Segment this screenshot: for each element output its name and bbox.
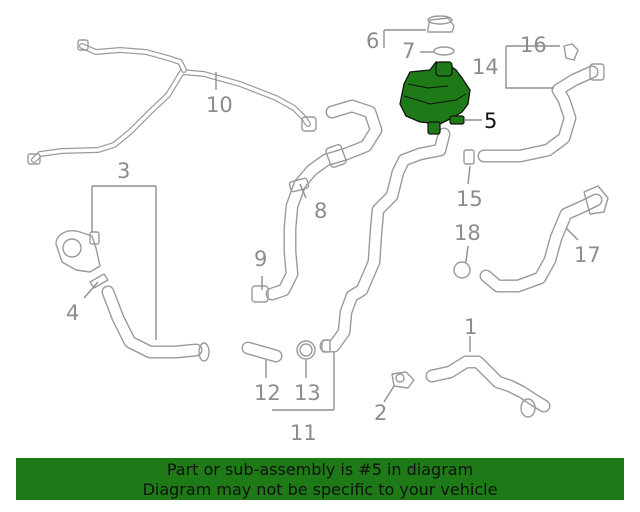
part-18-clamp[interactable] [453, 261, 471, 279]
info-banner: Part or sub-assembly is #5 in diagram Di… [16, 458, 624, 500]
callout-17: 17 [574, 243, 601, 267]
callout-12: 12 [254, 381, 281, 405]
callout-9: 9 [254, 247, 267, 271]
callout-18: 18 [454, 221, 481, 245]
callout-8: 8 [314, 199, 327, 223]
callout-2: 2 [374, 401, 387, 425]
part-13-clamp[interactable] [296, 340, 316, 360]
part-7-o-ring[interactable] [433, 46, 455, 56]
part-14-hose[interactable] [477, 63, 605, 163]
part-2-clamp[interactable] [391, 371, 415, 389]
part-17-hose[interactable] [479, 185, 609, 293]
part-11-hose[interactable] [319, 127, 451, 353]
part-5-expansion-tank[interactable] [399, 61, 471, 135]
part-4-gasket[interactable] [89, 273, 109, 289]
leader-lines [83, 29, 579, 411]
callout-14: 14 [472, 55, 499, 79]
callout-6: 6 [366, 29, 379, 53]
part-1-hose[interactable] [425, 355, 551, 418]
part-10-pipe[interactable] [27, 39, 317, 165]
callout-5: 5 [484, 109, 497, 133]
callout-4: 4 [66, 301, 79, 325]
part-9-hose[interactable] [251, 99, 383, 303]
callout-10: 10 [206, 93, 233, 117]
part-3-hose[interactable] [55, 230, 210, 362]
banner-line-1: Part or sub-assembly is #5 in diagram [166, 460, 474, 479]
callout-15: 15 [456, 187, 483, 211]
part-16-connector[interactable] [563, 43, 579, 61]
callout-numbers: 1 2 3 4 5 6 7 8 9 10 11 12 13 14 15 16 1… [66, 29, 601, 445]
banner-line-2: Diagram may not be specific to your vehi… [142, 480, 498, 499]
callout-3: 3 [117, 159, 130, 183]
parts-diagram: 1 2 3 4 5 6 7 8 9 10 11 12 13 14 15 16 1… [27, 15, 609, 445]
part-15-clip[interactable] [463, 149, 475, 165]
part-12-fitting[interactable] [241, 341, 283, 363]
callout-13: 13 [294, 381, 321, 405]
callout-11: 11 [290, 421, 317, 445]
part-8-clamp[interactable] [288, 177, 310, 193]
callout-1: 1 [464, 315, 477, 339]
callout-7: 7 [402, 39, 415, 63]
callout-16: 16 [520, 33, 547, 57]
part-6-cap[interactable] [427, 15, 455, 33]
